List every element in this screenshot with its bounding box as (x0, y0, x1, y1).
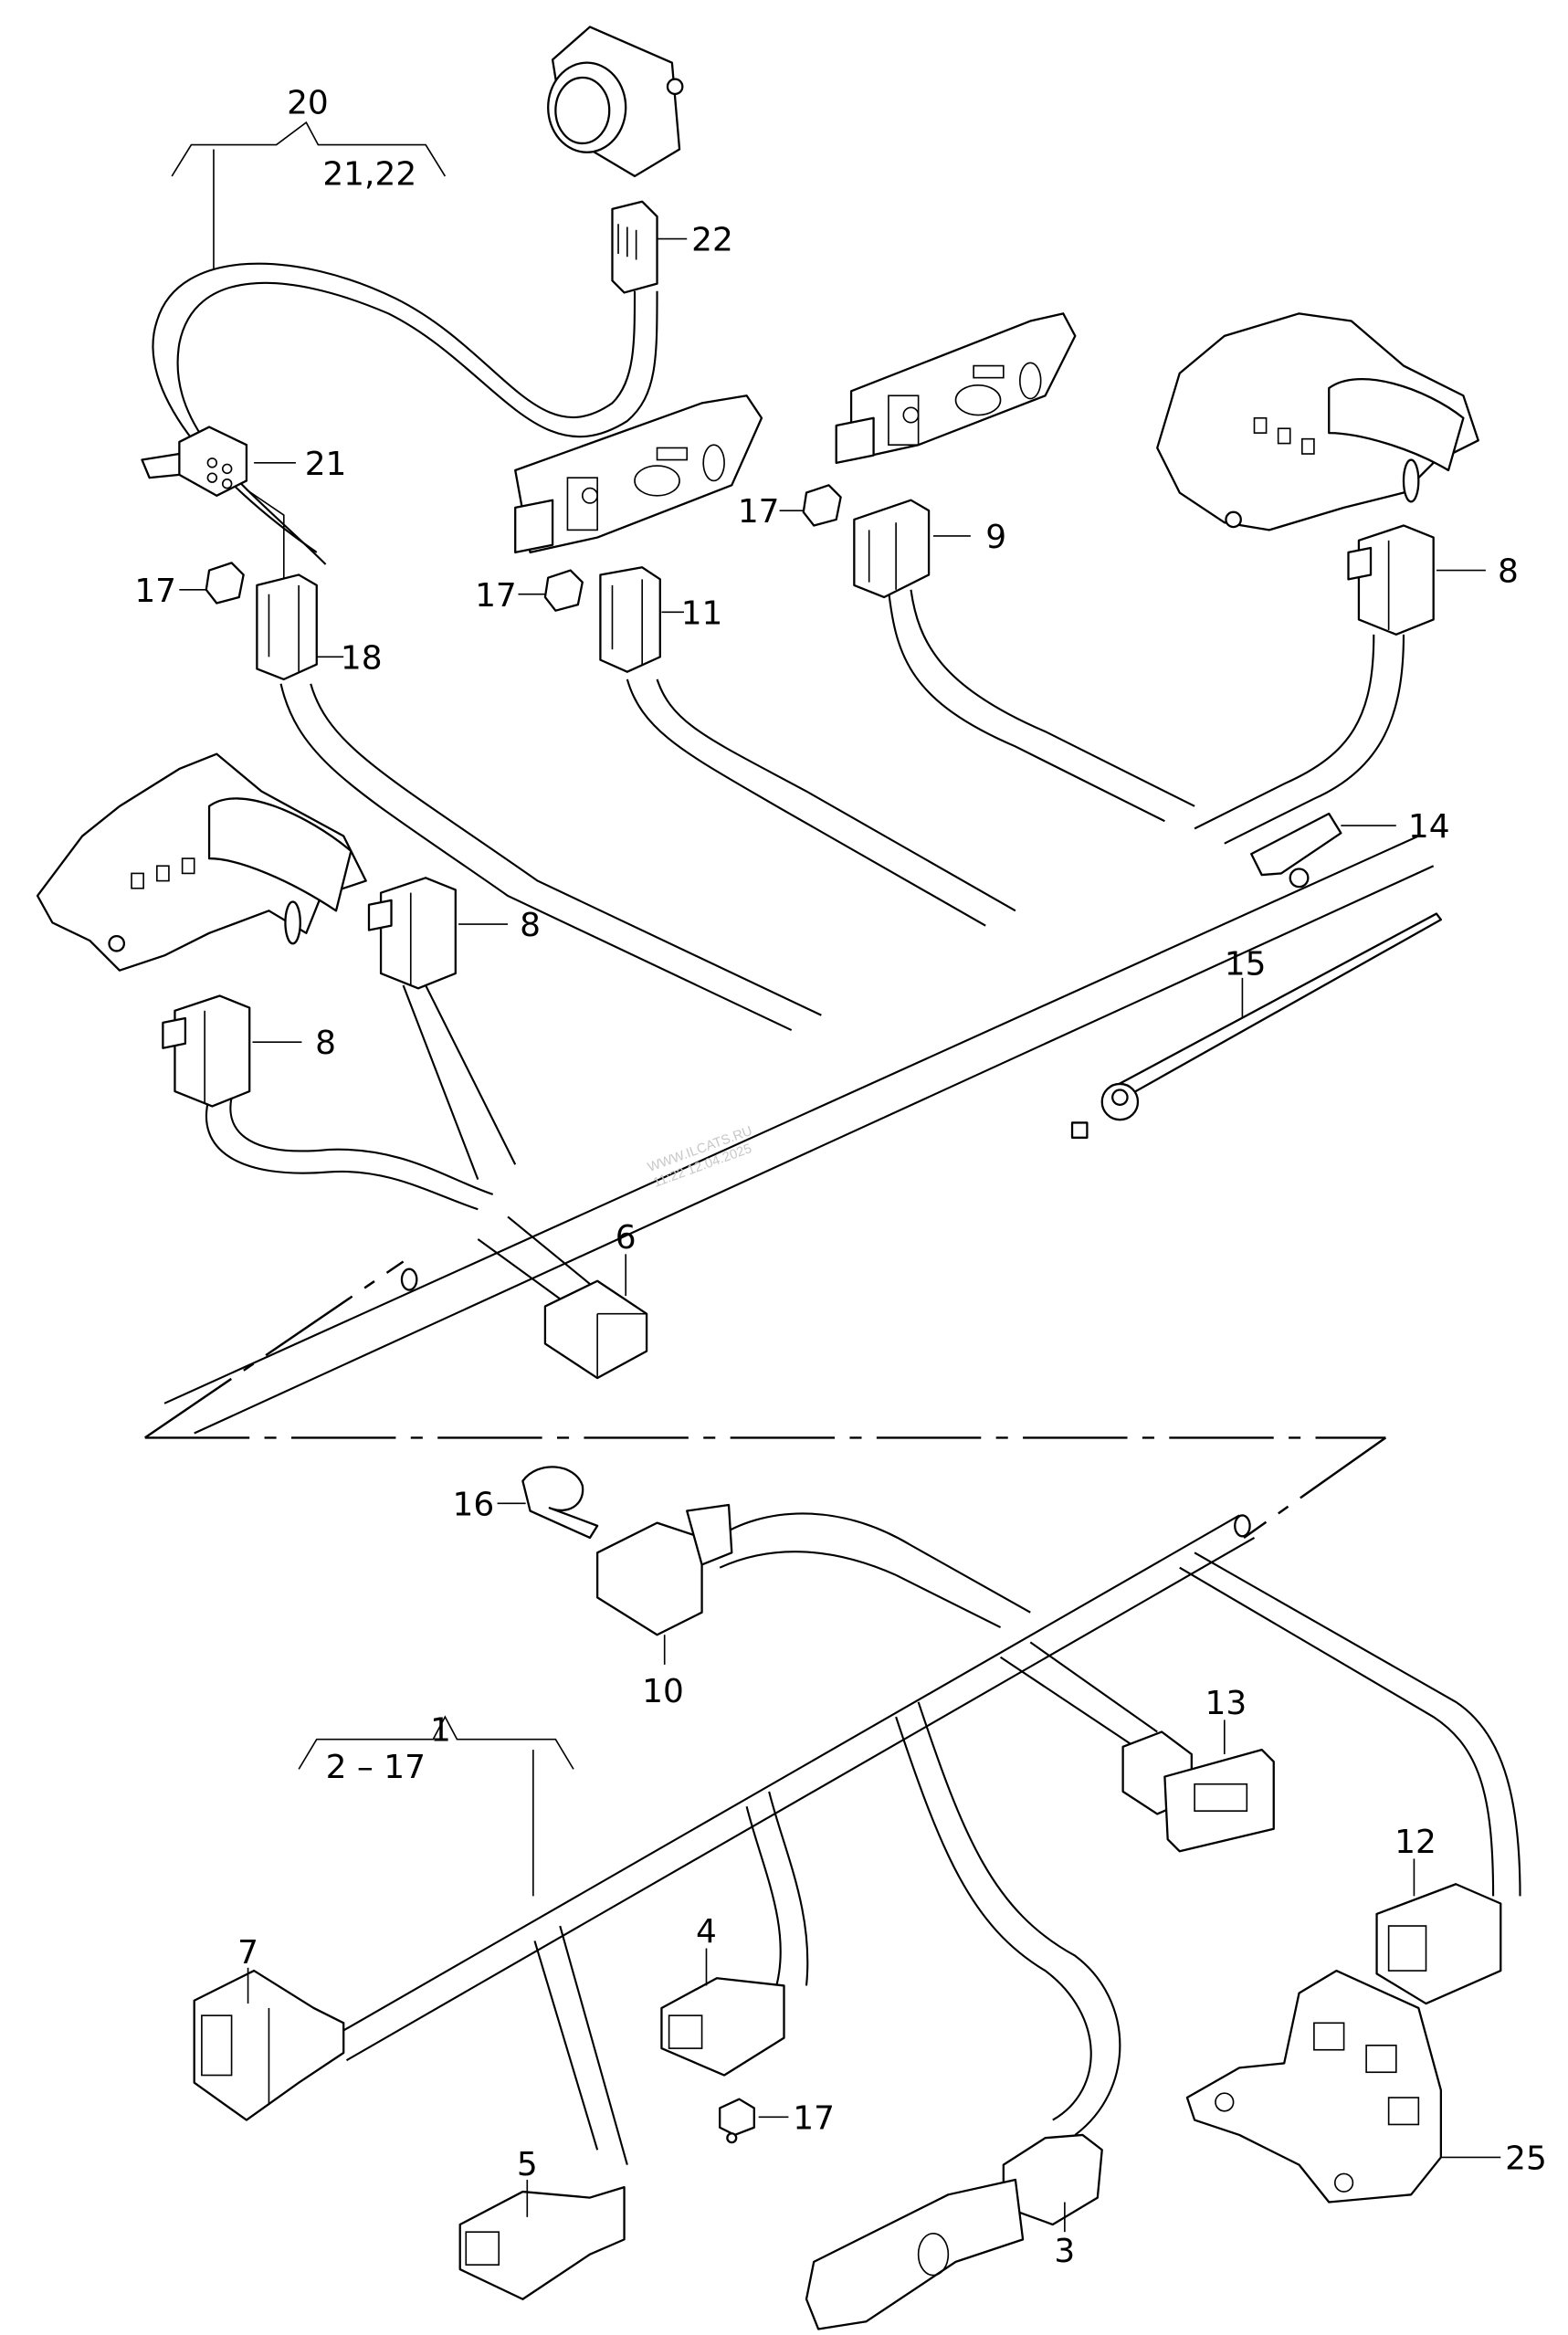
connector-22[interactable] (611, 200, 658, 294)
callout-1-range: 2 – 17 (326, 1749, 426, 1786)
callout-12: 12 (1394, 1824, 1436, 1861)
callout-17: 17 (475, 577, 517, 615)
main-harness-lower (342, 1512, 1521, 2165)
connector-6[interactable] (543, 1279, 648, 1380)
callout-6: 6 (616, 1219, 637, 1257)
separator-diagonal-left (144, 1260, 405, 1439)
clip-17-d[interactable] (719, 2098, 755, 2144)
clip-17-b[interactable] (543, 569, 584, 612)
bracket-1 (298, 1715, 574, 1770)
leader-21-to-18 (246, 489, 285, 585)
seat-latch[interactable] (805, 2178, 1025, 2330)
bracket-20 (171, 121, 447, 177)
connector-21[interactable] (141, 426, 248, 497)
callout-17: 17 (793, 2099, 835, 2137)
callout-3: 3 (1054, 2233, 1075, 2270)
callout-4: 4 (696, 1913, 717, 1951)
connector-12[interactable] (1375, 1883, 1502, 2005)
connector-8-right[interactable] (1347, 524, 1435, 636)
seat-switch-panel-right[interactable] (835, 312, 1077, 464)
callout-18: 18 (341, 639, 383, 677)
callout-20: 20 (287, 84, 329, 121)
callout-5: 5 (517, 2146, 538, 2183)
callout-17: 17 (134, 573, 176, 610)
connector-9[interactable] (853, 499, 931, 599)
callout-21: 21 (305, 446, 347, 483)
connector-11[interactable] (599, 566, 661, 673)
cable-tie-15[interactable] (1070, 912, 1443, 1139)
connector-5[interactable] (458, 2185, 626, 2300)
clip-16[interactable] (521, 1466, 599, 1540)
clip-17-a[interactable] (205, 562, 245, 605)
main-harness-upper (163, 589, 1435, 1435)
connector-10[interactable] (595, 1503, 733, 1636)
connector-8-mid[interactable] (367, 877, 457, 990)
relay-bracket-25[interactable] (1185, 1969, 1443, 2204)
watermark: WWW.ILCATS.RU 11:22 12.04.2025 (646, 1124, 754, 1191)
seat-motor-left[interactable] (36, 752, 367, 972)
callout-25: 25 (1505, 2140, 1547, 2178)
callout-15: 15 (1225, 946, 1267, 983)
callout-8: 8 (1498, 553, 1519, 591)
callout-22: 22 (691, 222, 733, 259)
callout-13: 13 (1205, 1685, 1247, 1722)
connector-13[interactable] (1121, 1730, 1275, 1853)
clip-17-c[interactable] (802, 484, 842, 527)
callout-11: 11 (681, 594, 723, 632)
sensor-module[interactable] (547, 26, 684, 178)
seat-switch-panel-left[interactable] (514, 394, 763, 554)
callout-8: 8 (315, 1025, 336, 1062)
seat-motor-right[interactable] (1156, 312, 1479, 531)
callout-7: 7 (237, 1934, 258, 1972)
separator-diagonal-right (1243, 1436, 1387, 1539)
callout-10: 10 (642, 1673, 684, 1710)
callout-16: 16 (453, 1486, 495, 1523)
callout-20-range: 21,22 (322, 156, 416, 194)
connector-18[interactable] (256, 573, 318, 681)
connector-7[interactable] (193, 1969, 345, 2121)
callout-14: 14 (1408, 808, 1450, 846)
callout-9: 9 (985, 519, 1006, 556)
callout-8: 8 (520, 907, 541, 944)
callout-1: 1 (430, 1711, 451, 1749)
grommet-14[interactable] (1250, 812, 1342, 889)
connector-4[interactable] (660, 1977, 785, 2077)
callout-17: 17 (738, 493, 780, 531)
connector-8-left[interactable] (162, 994, 251, 1108)
